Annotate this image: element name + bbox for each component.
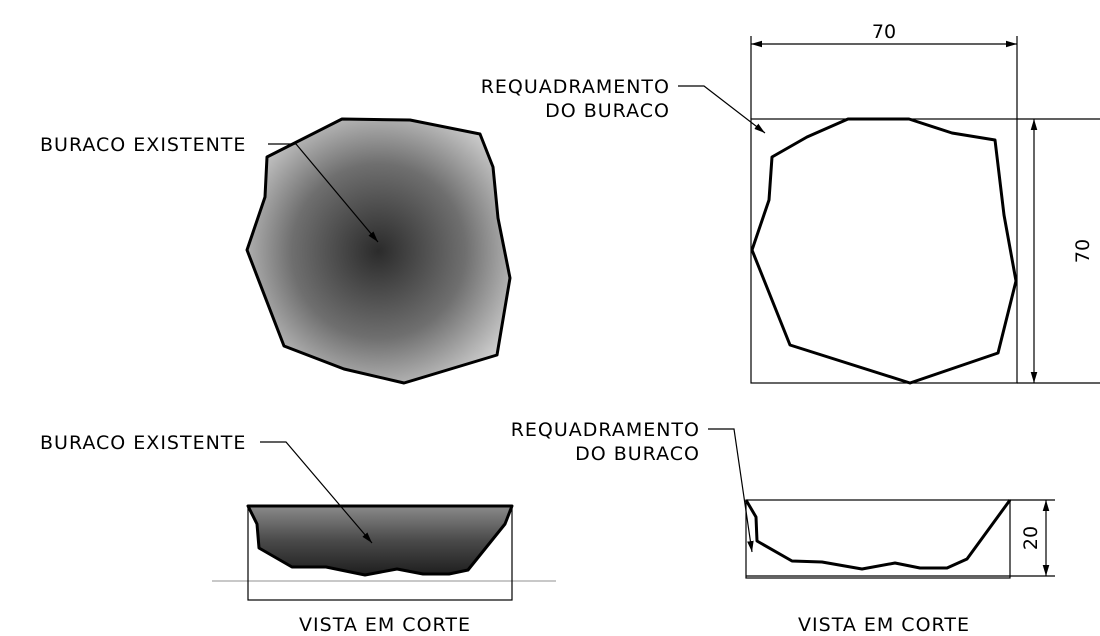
existing-hole-section-shape [246, 504, 514, 577]
squaring-label-plan-line2: DO BURACO [545, 100, 670, 122]
squaring-label-section-line1: REQUADRAMENTO [511, 419, 700, 441]
squaring-leader-section [708, 428, 754, 553]
squaring-leader-plan [678, 85, 766, 134]
existing-hole-leader-plan [268, 143, 379, 243]
section-caption-right: VISTA EM CORTE [798, 614, 970, 636]
dim-width-value: 70 [872, 21, 896, 43]
hole-outline-plan [750, 117, 1018, 385]
existing-hole-label-section: BURACO EXISTENTE [40, 432, 246, 454]
section-caption-left: VISTA EM CORTE [299, 614, 471, 636]
dim-height-value: 70 [1072, 239, 1094, 263]
existing-hole-label-plan: BURACO EXISTENTE [40, 134, 246, 156]
squaring-label-plan-line1: REQUADRAMENTO [481, 76, 670, 98]
hole-outline-section [744, 499, 1012, 571]
existing-hole-leader-section [260, 441, 373, 544]
squaring-label-section-line2: DO BURACO [575, 443, 700, 465]
existing-hole-plan-shape [245, 117, 512, 385]
section-frame-right [745, 499, 1011, 579]
dim-depth-value: 20 [1020, 526, 1042, 550]
